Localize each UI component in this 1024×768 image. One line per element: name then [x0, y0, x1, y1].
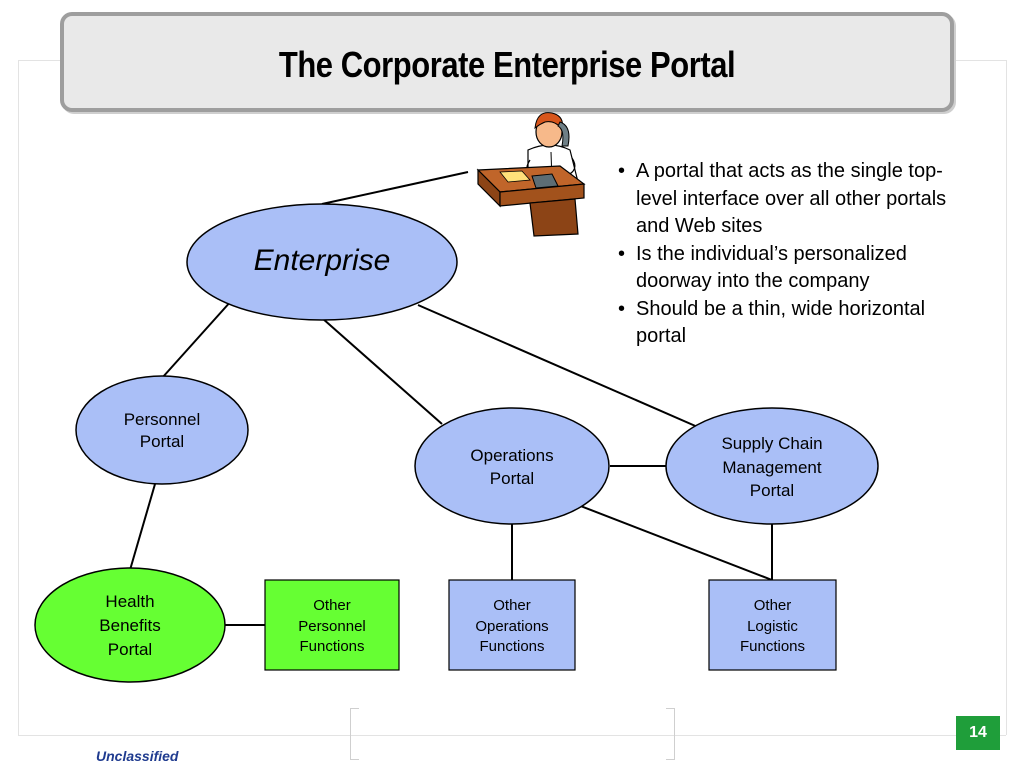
slide-frame-right	[1006, 60, 1007, 735]
other-personnel-line-1: Other	[313, 597, 351, 614]
health-benefits-portal-node	[34, 567, 226, 683]
bullet-item: Is the individual’s personalized doorway…	[614, 241, 974, 296]
personnel-portal-label: Personnel Portal	[76, 409, 248, 453]
page-number-badge: 14	[956, 716, 1000, 750]
other-logistic-line-3: Functions	[739, 638, 806, 655]
other-personnel-line-2: Personnel	[298, 617, 366, 635]
enterprise-label: Enterprise	[253, 244, 391, 277]
bullet-item: A portal that acts as the single top-lev…	[614, 158, 974, 241]
bullet-list: A portal that acts as the single top-lev…	[614, 158, 974, 351]
operations-portal-node	[414, 407, 610, 525]
enterprise-node	[186, 203, 458, 321]
other-personnel-line-3: Functions	[299, 638, 365, 655]
supply-chain-label-line-2: Management	[722, 457, 822, 477]
operations-label-line-2: Portal	[489, 469, 535, 488]
other-operations-line-2: Operations	[475, 617, 549, 635]
connector-operations-logistic	[577, 504, 773, 581]
personnel-portal-node	[75, 375, 249, 485]
supply-chain-portal-node	[665, 407, 879, 525]
other-logistic-functions-box	[708, 579, 837, 671]
connector-enterprise-user	[321, 171, 469, 205]
other-personnel-functions-label: Other Personnel Functions	[265, 596, 399, 658]
health-label-line-3: Portal	[107, 640, 153, 659]
supply-chain-label-line-1: Supply Chain	[721, 434, 823, 453]
slide-title: The Corporate Enterprise Portal	[278, 44, 736, 85]
connector-enterprise-personnel	[161, 299, 233, 379]
bullet-item: Should be a thin, wide horizontal portal	[614, 296, 974, 351]
health-benefits-portal-label: Health Benefits Portal	[35, 590, 225, 662]
other-operations-line-3: Functions	[479, 638, 545, 655]
operations-label-line-1: Operations	[470, 446, 554, 465]
other-logistic-line-1: Other	[753, 597, 792, 614]
other-operations-line-1: Other	[493, 597, 531, 614]
slide-frame-bottom	[18, 735, 1006, 736]
other-personnel-functions-box	[264, 579, 400, 671]
connector-enterprise-operations	[321, 317, 443, 425]
person-at-desk-on-phone-icon	[476, 112, 586, 237]
supply-chain-label-line-3: Portal	[749, 481, 795, 500]
classification-label: Unclassified	[96, 748, 179, 764]
health-label-line-2: Benefits	[99, 616, 161, 635]
supply-chain-portal-label: Supply Chain Management Portal	[666, 432, 878, 503]
other-operations-functions-box	[448, 579, 576, 671]
other-operations-functions-label: Other Operations Functions	[449, 596, 575, 658]
operations-portal-label: Operations Portal	[415, 444, 609, 490]
title-banner: The Corporate Enterprise Portal	[60, 12, 954, 112]
slide-frame-left	[18, 60, 19, 735]
other-logistic-line-2: Logistic	[747, 617, 798, 635]
connector-enterprise-supplychain	[417, 304, 701, 429]
footer-bracket-right	[666, 708, 675, 760]
other-logistic-functions-label: Other Logistic Functions	[709, 596, 836, 658]
footer-bracket-left	[350, 708, 359, 760]
personnel-label-line-2: Portal	[139, 432, 185, 451]
health-label-line-1: Health	[105, 592, 155, 611]
personnel-label-line-1: Personnel	[123, 410, 201, 429]
